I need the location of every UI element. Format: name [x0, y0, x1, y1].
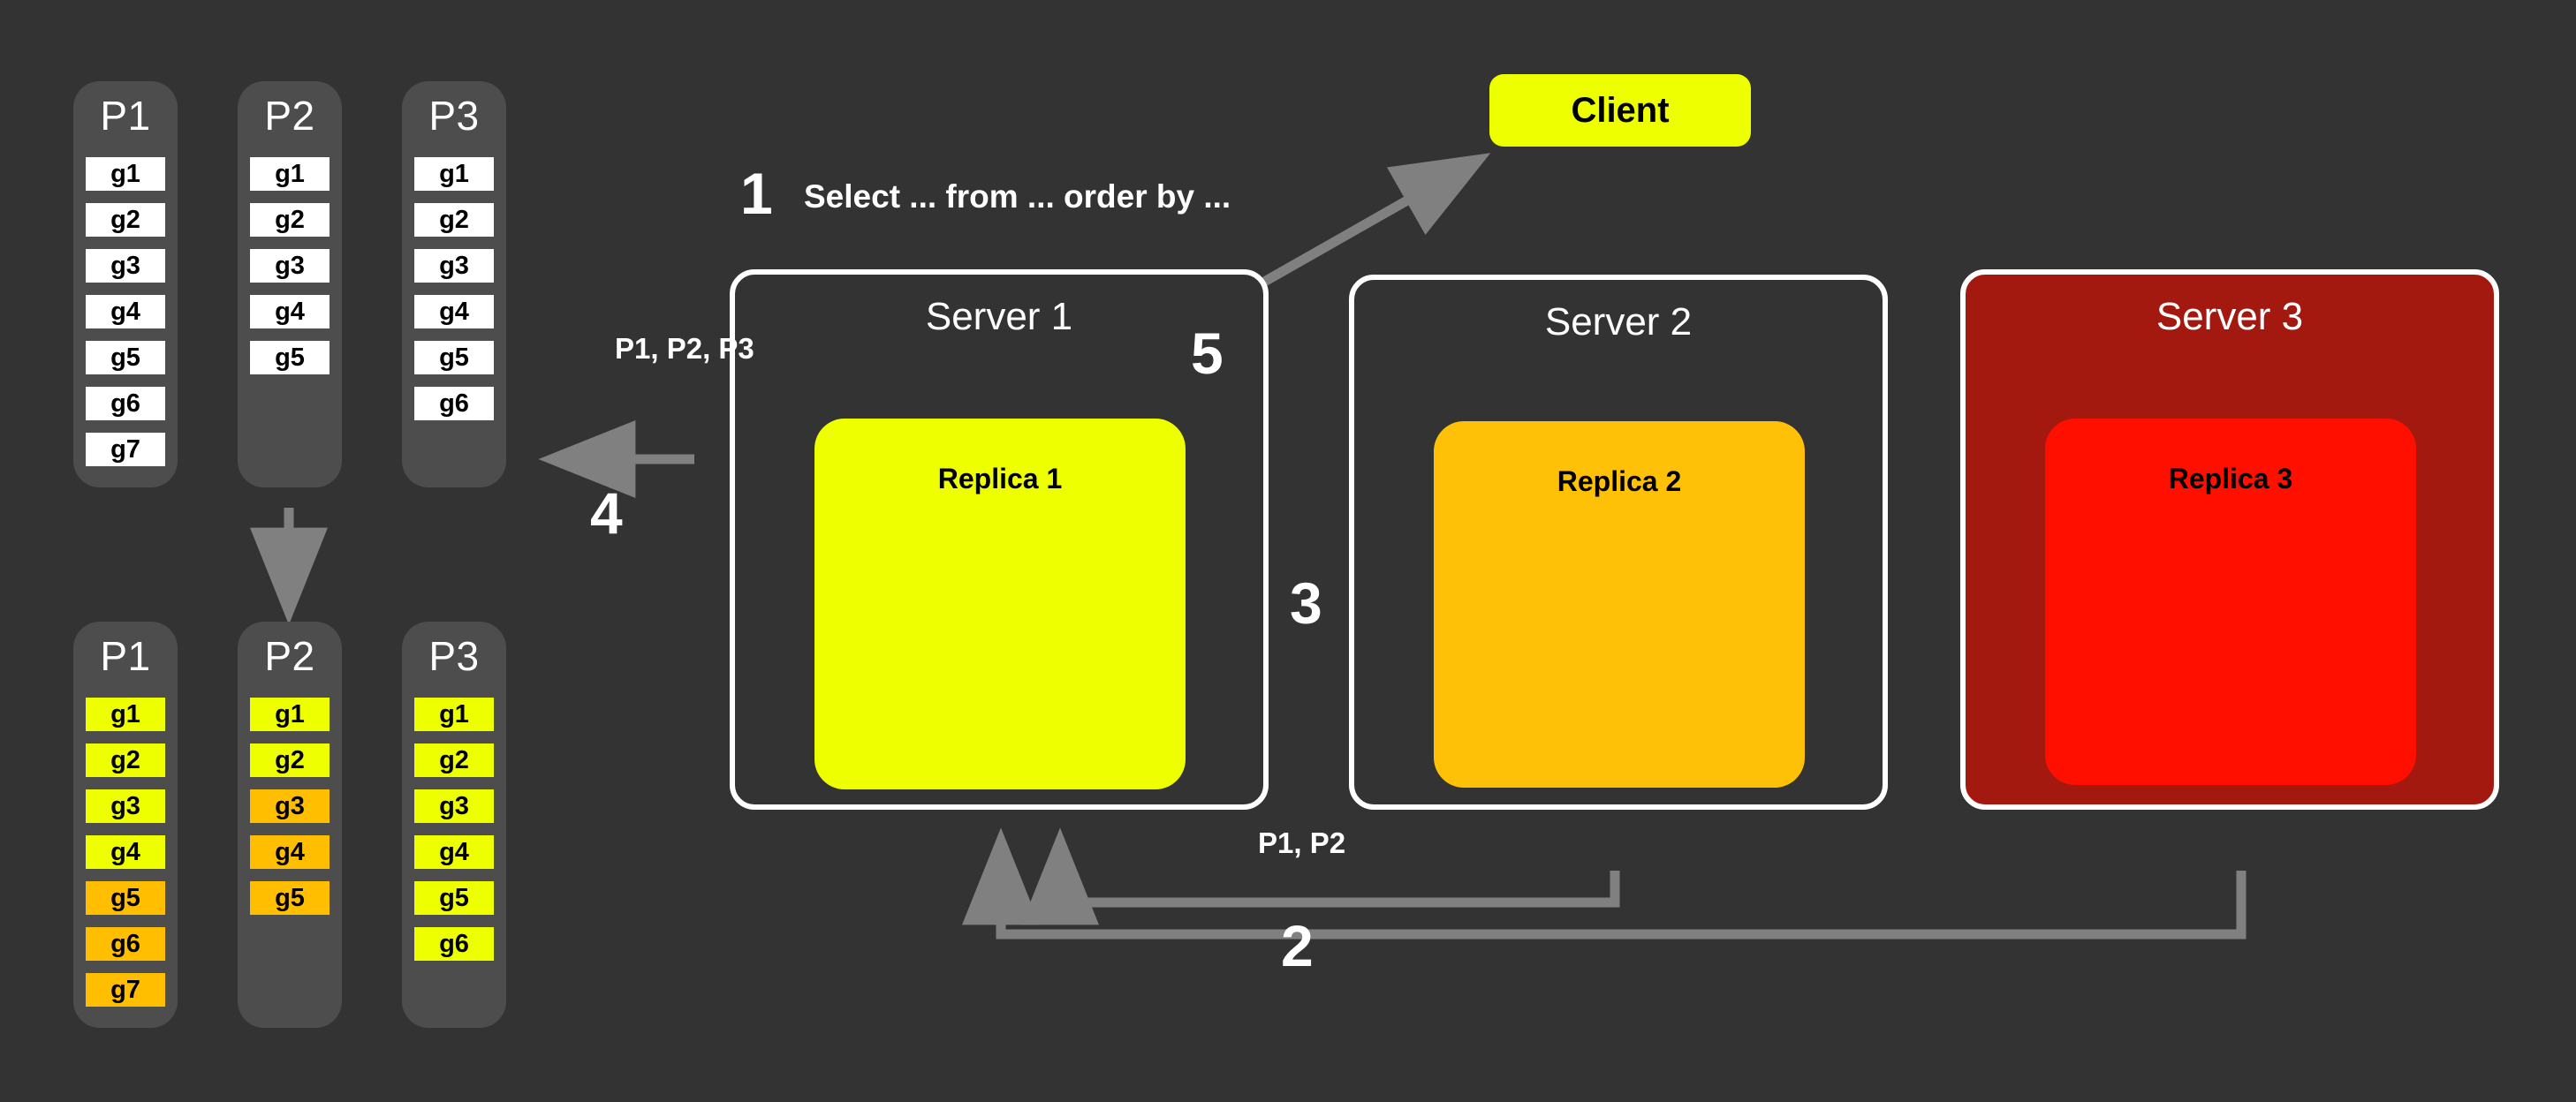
replica-3-label: Replica 3: [2168, 463, 2293, 494]
label-transfer-partitions: P1, P2: [1258, 826, 1346, 859]
server-2-title: Server 2: [1544, 300, 1693, 343]
step-4-number: 4: [590, 480, 623, 546]
replica-1[interactable]: Replica 1: [814, 419, 1186, 789]
partition-label: P3: [428, 633, 480, 679]
partition-cell-list: g1 g2 g3 g4 g5 g6: [402, 157, 506, 433]
partition-cell: g3: [414, 249, 494, 283]
partition-cell: g6: [86, 927, 165, 961]
partition-cell: g1: [250, 698, 330, 731]
partition-cell-list: g1 g2 g3 g4 g5 g6 g7: [73, 157, 178, 479]
partition-cell: g5: [414, 881, 494, 915]
query-statement: Select ... from ... order by ...: [804, 178, 1231, 215]
replica-2[interactable]: Replica 2: [1434, 421, 1805, 788]
step-5-number: 5: [1191, 321, 1224, 386]
server-3-title: Server 3: [2156, 295, 2304, 338]
partition-cell: g5: [250, 881, 330, 915]
partition-label: P2: [264, 633, 315, 679]
partition-cell: g3: [86, 249, 165, 283]
partition-cell: g1: [250, 157, 330, 191]
partition-cell: g6: [414, 927, 494, 961]
partition-cell-list: g1 g2 g3 g4 g5: [238, 698, 342, 927]
partition-cell: g2: [250, 743, 330, 777]
partition-after-p1: P1 g1 g2 g3 g4 g5 g6 g7: [73, 622, 178, 1028]
partition-cell: g4: [250, 835, 330, 869]
partition-cell: g6: [86, 387, 165, 420]
partition-cell-list: g1 g2 g3 g4 g5 g6 g7: [73, 698, 178, 1019]
partition-cell: g3: [414, 789, 494, 823]
replica-1-label: Replica 1: [937, 463, 1063, 494]
partition-cell: g3: [86, 789, 165, 823]
partition-label: P3: [428, 93, 480, 139]
partition-label: P1: [100, 93, 151, 139]
partition-before-p2: P2 g1 g2 g3 g4 g5: [238, 81, 342, 487]
server-3[interactable]: Server 3 Replica 3: [1960, 269, 2499, 810]
partition-cell: g1: [86, 157, 165, 191]
label-result-partitions: P1, P2, P3: [615, 332, 754, 365]
partition-cell: g2: [86, 743, 165, 777]
partition-cell: g7: [86, 973, 165, 1007]
partition-cell: g1: [86, 698, 165, 731]
partition-cell: g2: [414, 743, 494, 777]
partition-label: P2: [264, 93, 315, 139]
partition-cell: g2: [414, 203, 494, 237]
replica-2-label: Replica 2: [1557, 465, 1682, 497]
replica-3[interactable]: Replica 3: [2045, 419, 2416, 785]
partition-cell: g3: [250, 789, 330, 823]
step-3-number: 3: [1290, 570, 1322, 636]
arrow-step2-outer-transfer: [962, 827, 2246, 940]
server-1[interactable]: Server 1 Replica 1: [730, 269, 1269, 810]
partition-cell: g5: [86, 881, 165, 915]
partition-after-p2: P2 g1 g2 g3 g4 g5: [238, 622, 342, 1028]
partition-cell: g4: [86, 295, 165, 328]
partition-cell: g6: [414, 387, 494, 420]
partition-cell: g4: [414, 295, 494, 328]
partition-cell: g4: [86, 835, 165, 869]
step-2-number: 2: [1281, 913, 1314, 978]
partition-before-p3: P3 g1 g2 g3 g4 g5 g6: [402, 81, 506, 487]
partition-cell: g2: [86, 203, 165, 237]
partition-cell: g4: [414, 835, 494, 869]
partition-cell-list: g1 g2 g3 g4 g5 g6: [402, 698, 506, 973]
server-1-title: Server 1: [925, 295, 1073, 338]
partition-cell: g1: [414, 157, 494, 191]
partition-cell: g5: [86, 341, 165, 374]
server-2[interactable]: Server 2 Replica 2: [1349, 275, 1888, 810]
partition-cell: g4: [250, 295, 330, 328]
client-label: Client: [1571, 90, 1670, 130]
client-node[interactable]: Client: [1489, 74, 1751, 147]
partition-cell: g1: [414, 698, 494, 731]
partition-cell: g3: [250, 249, 330, 283]
partition-cell: g7: [86, 433, 165, 466]
step-1-number: 1: [740, 161, 773, 226]
partition-cell-list: g1 g2 g3 g4 g5: [238, 157, 342, 387]
partition-cell: g5: [414, 341, 494, 374]
partition-cell: g5: [250, 341, 330, 374]
partition-before-p1: P1 g1 g2 g3 g4 g5 g6 g7: [73, 81, 178, 487]
partition-label: P1: [100, 633, 151, 679]
partition-after-p3: P3 g1 g2 g3 g4 g5 g6: [402, 622, 506, 1028]
partition-cell: g2: [250, 203, 330, 237]
